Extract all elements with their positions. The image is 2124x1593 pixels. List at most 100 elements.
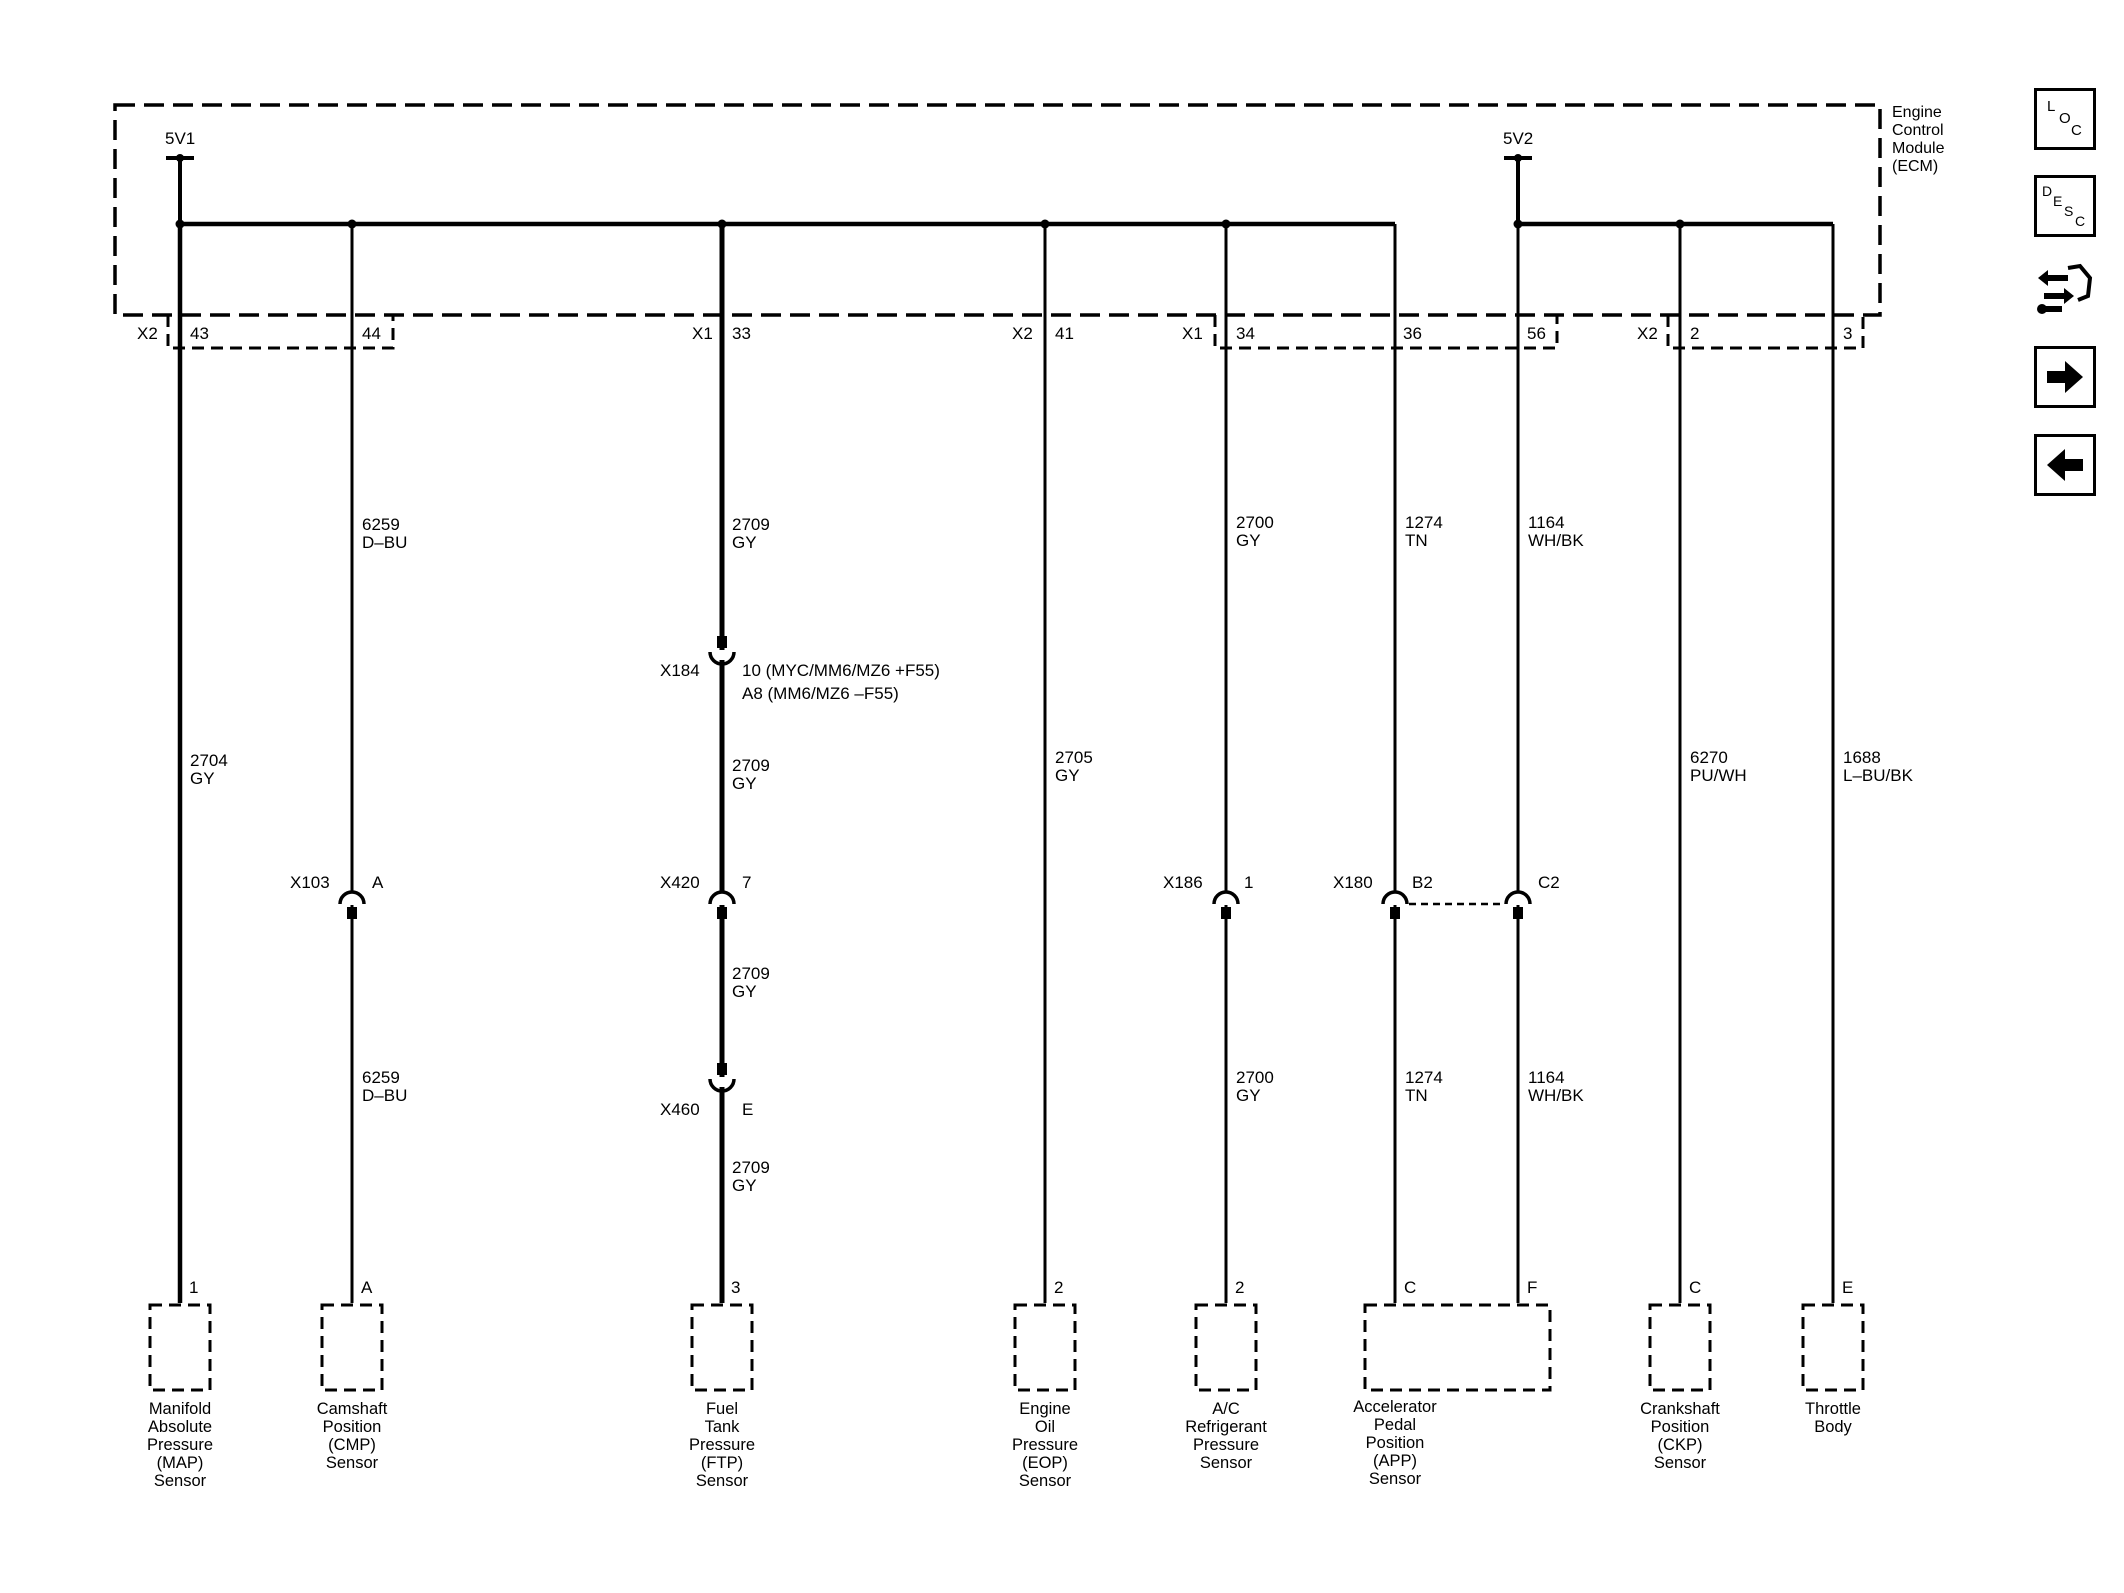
- circuit-number: 2705: [1055, 748, 1093, 767]
- ecm-label-line: (ECM): [1892, 158, 1938, 175]
- sensor-label-ckp: Crankshaft: [1640, 1400, 1720, 1418]
- circuit-number: 1274: [1405, 513, 1443, 532]
- inline-x180-c2-arc: [1504, 890, 1532, 905]
- circuit-number: 6259: [362, 1068, 400, 1087]
- sensor-pin: A: [361, 1278, 373, 1297]
- sensor-label-ac: Refrigerant: [1185, 1418, 1267, 1436]
- sensor-label-ftp: (FTP): [701, 1454, 743, 1472]
- circuit-number: 2704: [190, 751, 228, 770]
- sensor-label-tb: Body: [1814, 1418, 1852, 1436]
- inline-connector-name: X460: [660, 1100, 700, 1119]
- inline-x180-b2-arc: [1381, 890, 1409, 905]
- inline-connector-name: X186: [1163, 873, 1203, 892]
- inline-x103-pin: [347, 907, 357, 919]
- circuit-number: 2709: [732, 515, 770, 534]
- sensor-pin: C: [1689, 1278, 1701, 1297]
- splice-dot: [1221, 219, 1231, 229]
- sensor-label-app: (APP): [1373, 1452, 1417, 1470]
- sensor-pin: 2: [1054, 1278, 1063, 1297]
- sensor-label-ftp: Sensor: [696, 1472, 749, 1490]
- circuit-number: 2709: [732, 756, 770, 775]
- inline-connector-pin: A: [372, 873, 384, 892]
- sensor-label-cmp: Sensor: [326, 1454, 379, 1472]
- splice-dot: [1040, 219, 1050, 229]
- sensor-label-tb: Throttle: [1805, 1400, 1861, 1418]
- desc-letter: E: [2053, 193, 2062, 209]
- circuit-number: 2700: [1236, 513, 1274, 532]
- wire-color: GY: [1236, 1086, 1261, 1105]
- circuit-number: 2700: [1236, 1068, 1274, 1087]
- circuit-number: 1164: [1528, 1068, 1565, 1087]
- splice-dot: [175, 219, 185, 229]
- sensor-label-cmp: Camshaft: [317, 1400, 388, 1418]
- wire-color: GY: [732, 982, 757, 1001]
- sensor-label-ftp: Fuel: [706, 1400, 738, 1418]
- sensor-pin: C: [1404, 1278, 1416, 1297]
- wire-color: GY: [732, 533, 757, 552]
- inline-x420-pin: [717, 907, 727, 919]
- sensor-pin: 3: [731, 1278, 740, 1297]
- connector-pin: 36: [1403, 324, 1422, 343]
- sensor-pin: 2: [1235, 1278, 1244, 1297]
- splice-dot: [717, 219, 727, 229]
- inline-x420-arc: [708, 890, 736, 905]
- wire-color: PU/WH: [1690, 766, 1747, 785]
- inline-connector-pin: 7: [742, 873, 751, 892]
- inline-x460-cup: [708, 1078, 736, 1093]
- wire-color: TN: [1405, 1086, 1428, 1105]
- sensor-label-ac: A/C: [1212, 1400, 1240, 1418]
- sensor-label-ac: Pressure: [1193, 1436, 1259, 1454]
- next-arrow-icon[interactable]: [2034, 346, 2096, 408]
- wire-color: TN: [1405, 531, 1428, 550]
- sensor-label-ftp: Pressure: [689, 1436, 755, 1454]
- circuit-number: 1688: [1843, 748, 1881, 767]
- inline-x186-arc: [1212, 890, 1240, 905]
- connector-box-x1-b: [1213, 315, 1559, 350]
- sensor-label-app: Pedal: [1374, 1416, 1416, 1434]
- splice-dot: [1675, 219, 1685, 229]
- wire-color: D–BU: [362, 533, 407, 552]
- connector-pin: 33: [732, 324, 751, 343]
- connector-name: X2: [1012, 324, 1033, 343]
- sensor-box-ac: [1194, 1303, 1258, 1392]
- sensor-label-eop: Engine: [1019, 1400, 1070, 1418]
- sensor-box-ftp: [690, 1303, 754, 1392]
- connector-pin: 41: [1055, 324, 1074, 343]
- connector-tool-icon[interactable]: [2034, 256, 2096, 318]
- connector-name: X1: [1182, 324, 1203, 343]
- sensor-label-map: Sensor: [154, 1472, 207, 1490]
- desc-letter: D: [2042, 183, 2052, 199]
- inline-connector-name: X420: [660, 873, 700, 892]
- inline-x184-cup: [708, 651, 736, 666]
- circuit-number: 2709: [732, 1158, 770, 1177]
- desc-letter: S: [2064, 203, 2073, 219]
- sensor-label-ckp: Sensor: [1654, 1454, 1707, 1472]
- sensor-label-map: Pressure: [147, 1436, 213, 1454]
- sensor-label-eop: Oil: [1035, 1418, 1055, 1436]
- sensor-label-map: (MAP): [157, 1454, 204, 1472]
- connector-pin: 43: [190, 324, 209, 343]
- loc-letter: L: [2047, 98, 2055, 115]
- inline-connector-pin: C2: [1538, 873, 1560, 892]
- connector-box-x2-a: [166, 315, 395, 350]
- back-arrow-icon[interactable]: [2034, 434, 2096, 496]
- supply-5v1-label: 5V1: [165, 129, 195, 148]
- ecm-label-line: Engine: [1892, 104, 1942, 121]
- inline-connector-name: X184: [660, 661, 700, 680]
- splice-dot: [176, 154, 184, 162]
- sensor-pin: E: [1842, 1278, 1853, 1297]
- desc-icon[interactable]: D E S C: [2034, 175, 2096, 237]
- sensor-box-cmp: [320, 1303, 384, 1392]
- loc-letter: C: [2071, 122, 2082, 139]
- sensor-label-ckp: Position: [1651, 1418, 1710, 1436]
- circuit-number: 2709: [732, 964, 770, 983]
- sensor-label-map: Manifold: [149, 1400, 211, 1418]
- ecm-outline: [113, 103, 1882, 317]
- sensor-label-cmp: Position: [323, 1418, 382, 1436]
- sensor-label-app: Sensor: [1369, 1470, 1422, 1488]
- inline-connector-pin: E: [742, 1100, 753, 1119]
- ecm-label-line: Module: [1892, 140, 1945, 157]
- loc-icon[interactable]: L O C: [2034, 88, 2096, 150]
- wire-color: GY: [732, 774, 757, 793]
